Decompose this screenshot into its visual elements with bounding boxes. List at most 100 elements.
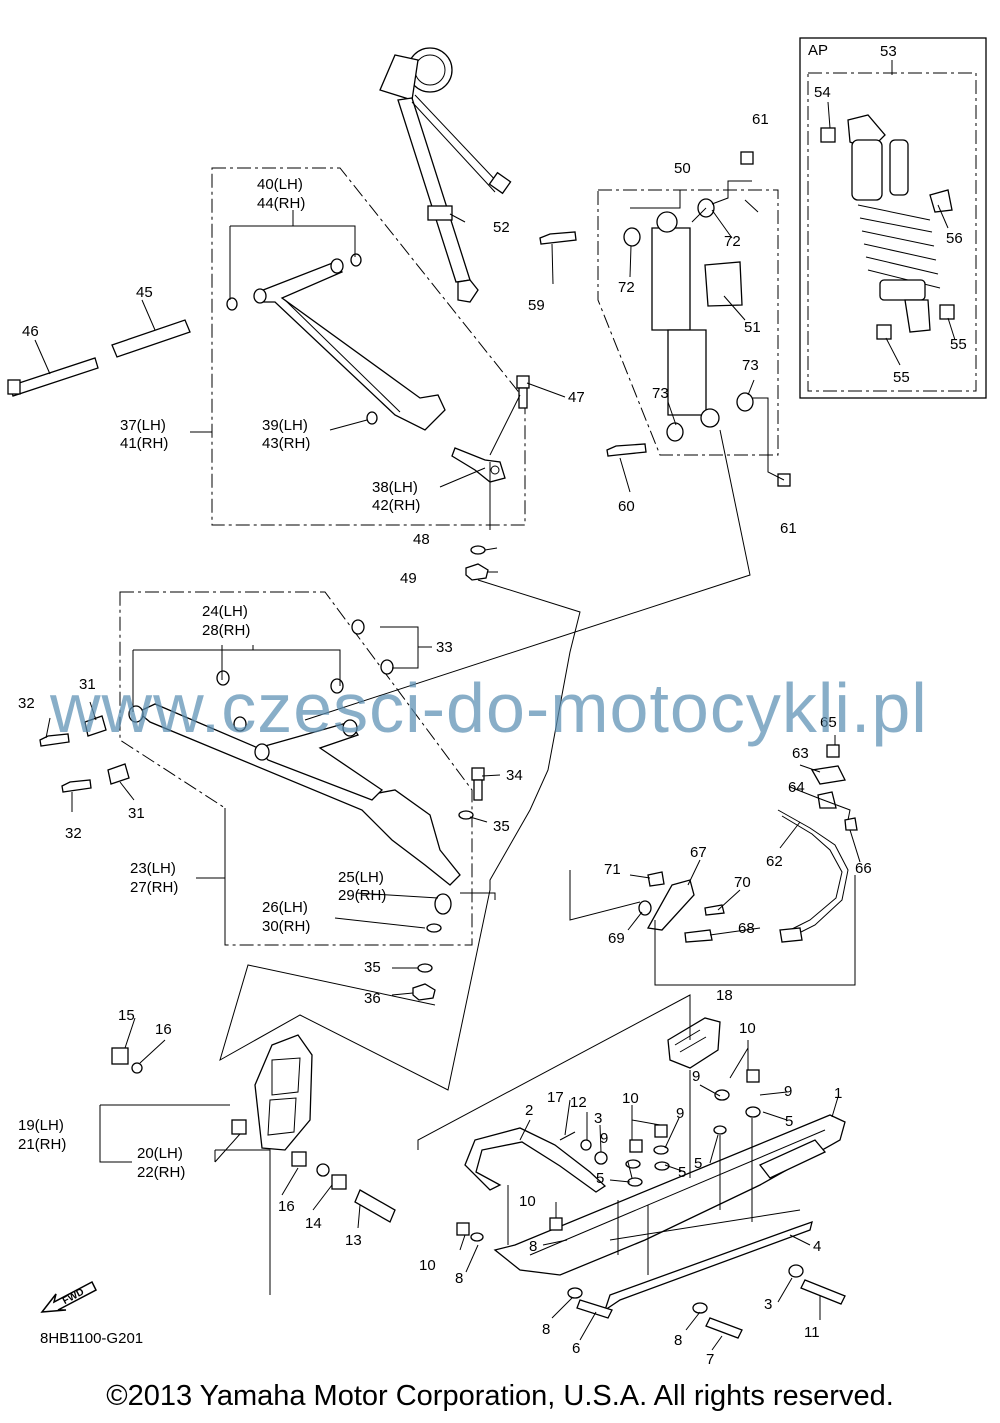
label-5d: 5 bbox=[596, 1170, 604, 1187]
label-47: 47 bbox=[568, 389, 585, 406]
label-8a: 8 bbox=[529, 1238, 537, 1255]
upper-pivot-shaft bbox=[7, 319, 191, 397]
label-45: 45 bbox=[136, 284, 153, 301]
label-69: 69 bbox=[608, 930, 625, 947]
label-41: 41(RH) bbox=[120, 435, 168, 452]
label-31a: 31 bbox=[79, 676, 96, 693]
label-67: 67 bbox=[690, 844, 707, 861]
label-16a: 16 bbox=[155, 1021, 172, 1038]
label-28: 28(RH) bbox=[202, 622, 250, 639]
label-56: 56 bbox=[946, 230, 963, 247]
label-62: 62 bbox=[766, 853, 783, 870]
label-35b: 35 bbox=[364, 959, 381, 976]
watermark: www.czesci-do-motocykli.pl bbox=[50, 669, 928, 747]
ap-option-frame bbox=[799, 37, 987, 399]
label-9d: 9 bbox=[600, 1130, 608, 1147]
label-37: 37(LH) bbox=[120, 417, 166, 434]
label-49: 49 bbox=[400, 570, 417, 587]
label-5b: 5 bbox=[694, 1155, 702, 1172]
label-46: 46 bbox=[22, 323, 39, 340]
label-12: 12 bbox=[570, 1094, 587, 1111]
label-14: 14 bbox=[305, 1215, 322, 1232]
label-55b: 55 bbox=[893, 369, 910, 386]
label-30: 30(RH) bbox=[262, 918, 310, 935]
fwd-label: FWD bbox=[61, 1287, 86, 1307]
label-35a: 35 bbox=[493, 818, 510, 835]
label-38: 38(LH) bbox=[372, 479, 418, 496]
ap-shock bbox=[820, 114, 955, 340]
label-70: 70 bbox=[734, 874, 751, 891]
label-55a: 55 bbox=[950, 336, 967, 353]
label-53: 53 bbox=[880, 43, 897, 60]
label-5a: 5 bbox=[785, 1113, 793, 1130]
copyright-notice: ©2013 Yamaha Motor Corporation, U.S.A. A… bbox=[106, 1380, 894, 1412]
label-10b: 10 bbox=[622, 1090, 639, 1107]
label-15: 15 bbox=[118, 1007, 135, 1024]
label-4: 4 bbox=[813, 1238, 821, 1255]
label-8d: 8 bbox=[674, 1332, 682, 1349]
label-25: 25(LH) bbox=[338, 869, 384, 886]
label-3a: 3 bbox=[594, 1110, 602, 1127]
label-72b: 72 bbox=[618, 279, 635, 296]
label-5c: 5 bbox=[678, 1164, 686, 1181]
ski-spindle-bracket bbox=[111, 1034, 396, 1223]
label-72a: 72 bbox=[724, 233, 741, 250]
label-8b: 8 bbox=[455, 1270, 463, 1287]
shock-absorber bbox=[539, 151, 791, 487]
label-32b: 32 bbox=[65, 825, 82, 842]
label-10c: 10 bbox=[519, 1193, 536, 1210]
label-48: 48 bbox=[413, 531, 430, 548]
ski-saddle bbox=[667, 1017, 721, 1069]
label-64: 64 bbox=[788, 779, 805, 796]
upper-arm-group-box bbox=[211, 167, 526, 526]
label-29: 29(RH) bbox=[338, 887, 386, 904]
label-7: 7 bbox=[706, 1351, 714, 1368]
diagram-code: 8HB1100-G201 bbox=[40, 1330, 144, 1347]
label-61a: 61 bbox=[752, 111, 769, 128]
label-68: 68 bbox=[738, 920, 755, 937]
steering-spindle bbox=[379, 47, 512, 303]
label-73b: 73 bbox=[652, 385, 669, 402]
label-16b: 16 bbox=[278, 1198, 295, 1215]
label-17: 17 bbox=[547, 1089, 564, 1106]
label-19: 19(LH) bbox=[18, 1117, 64, 1134]
label-9b: 9 bbox=[784, 1083, 792, 1100]
label-20: 20(LH) bbox=[137, 1145, 183, 1162]
label-8c: 8 bbox=[542, 1321, 550, 1338]
label-54: 54 bbox=[814, 84, 831, 101]
label-61b: 61 bbox=[780, 520, 797, 537]
label-9c: 9 bbox=[676, 1105, 684, 1122]
bolt-47 bbox=[516, 375, 530, 409]
label-3b: 3 bbox=[764, 1296, 772, 1313]
label-65: 65 bbox=[820, 714, 837, 731]
label-11: 11 bbox=[804, 1324, 820, 1341]
fwd-arrow-icon: FWD bbox=[40, 1280, 97, 1313]
label-32a: 32 bbox=[18, 695, 35, 712]
steering-linkage bbox=[638, 744, 858, 943]
label-43: 43(RH) bbox=[262, 435, 310, 452]
label-31b: 31 bbox=[128, 805, 145, 822]
upper-a-arm bbox=[226, 253, 506, 483]
label-71: 71 bbox=[604, 861, 621, 878]
ski-handle bbox=[464, 1127, 607, 1193]
ski bbox=[493, 1114, 846, 1312]
label-24: 24(LH) bbox=[202, 603, 248, 620]
label-6: 6 bbox=[572, 1340, 580, 1357]
label-13: 13 bbox=[345, 1232, 362, 1249]
label-52: 52 bbox=[493, 219, 510, 236]
label-36: 36 bbox=[364, 990, 381, 1007]
label-59: 59 bbox=[528, 297, 545, 314]
label-51: 51 bbox=[744, 319, 761, 336]
label-10a: 10 bbox=[739, 1020, 756, 1037]
label-21: 21(RH) bbox=[18, 1136, 66, 1153]
part-labels: 40(LH) 44(RH) 45 46 37(LH) 41(RH) 39(LH)… bbox=[18, 42, 967, 1368]
label-1: 1 bbox=[834, 1085, 842, 1102]
label-73a: 73 bbox=[742, 357, 759, 374]
label-66: 66 bbox=[855, 860, 872, 877]
label-39: 39(LH) bbox=[262, 417, 308, 434]
label-ap: AP bbox=[808, 42, 828, 59]
label-42: 42(RH) bbox=[372, 497, 420, 514]
shock-group-box bbox=[597, 189, 779, 456]
label-10d: 10 bbox=[419, 1257, 436, 1274]
